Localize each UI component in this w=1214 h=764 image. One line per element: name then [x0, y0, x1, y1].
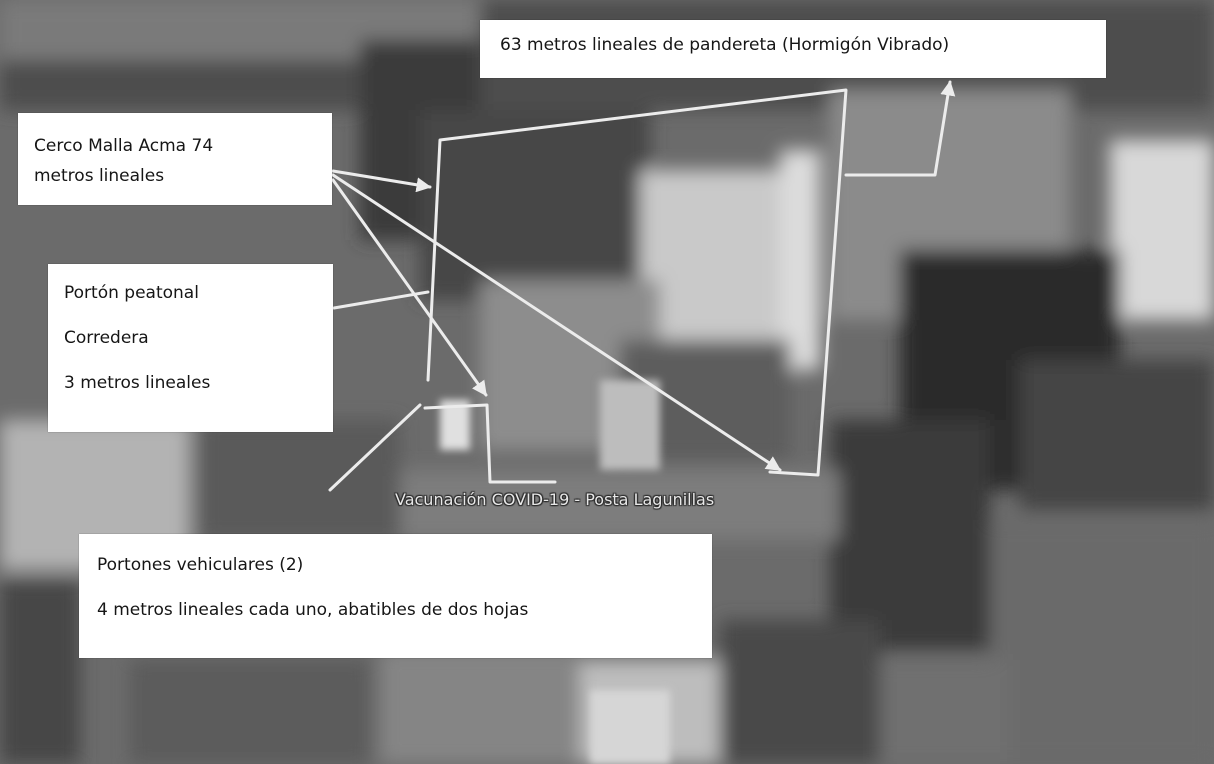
vehicle-gate-line	[423, 403, 557, 484]
callout-cerco-malla: Cerco Malla Acma 74 metros lineales	[18, 113, 332, 205]
callout-porton-line: Portón peatonal	[64, 283, 199, 303]
callout-vehiculares-line: 4 metros lineales cada uno, abatibles de…	[97, 600, 529, 620]
pandereta-arrow	[844, 80, 956, 177]
callout-pandereta-text: 63 metros lineales de pandereta (Hormigó…	[500, 35, 950, 55]
map-place-label: Vacunación COVID-19 - Posta Lagunillas	[395, 490, 715, 509]
vehicle-gate-leader	[328, 403, 422, 492]
callout-porton-line: 3 metros lineales	[64, 373, 211, 393]
callout-cerco-line: metros lineales	[34, 166, 165, 186]
cerco-arrow	[331, 169, 432, 193]
cerco-arrow	[331, 173, 782, 472]
property-boundary-line	[426, 88, 848, 477]
callout-porton-line: Corredera	[64, 328, 149, 348]
callout-portones-vehiculares: Portones vehiculares (2) 4 metros lineal…	[79, 534, 712, 658]
callout-vehiculares-line: Portones vehiculares (2)	[97, 555, 304, 575]
cerco-arrow	[331, 178, 488, 397]
callout-porton-peatonal: Portón peatonal Corredera 3 metros linea…	[48, 264, 333, 432]
callout-cerco-line: Cerco Malla Acma 74	[34, 136, 214, 156]
porton-peatonal-leader	[332, 290, 430, 310]
callout-pandereta: 63 metros lineales de pandereta (Hormigó…	[480, 20, 1106, 78]
